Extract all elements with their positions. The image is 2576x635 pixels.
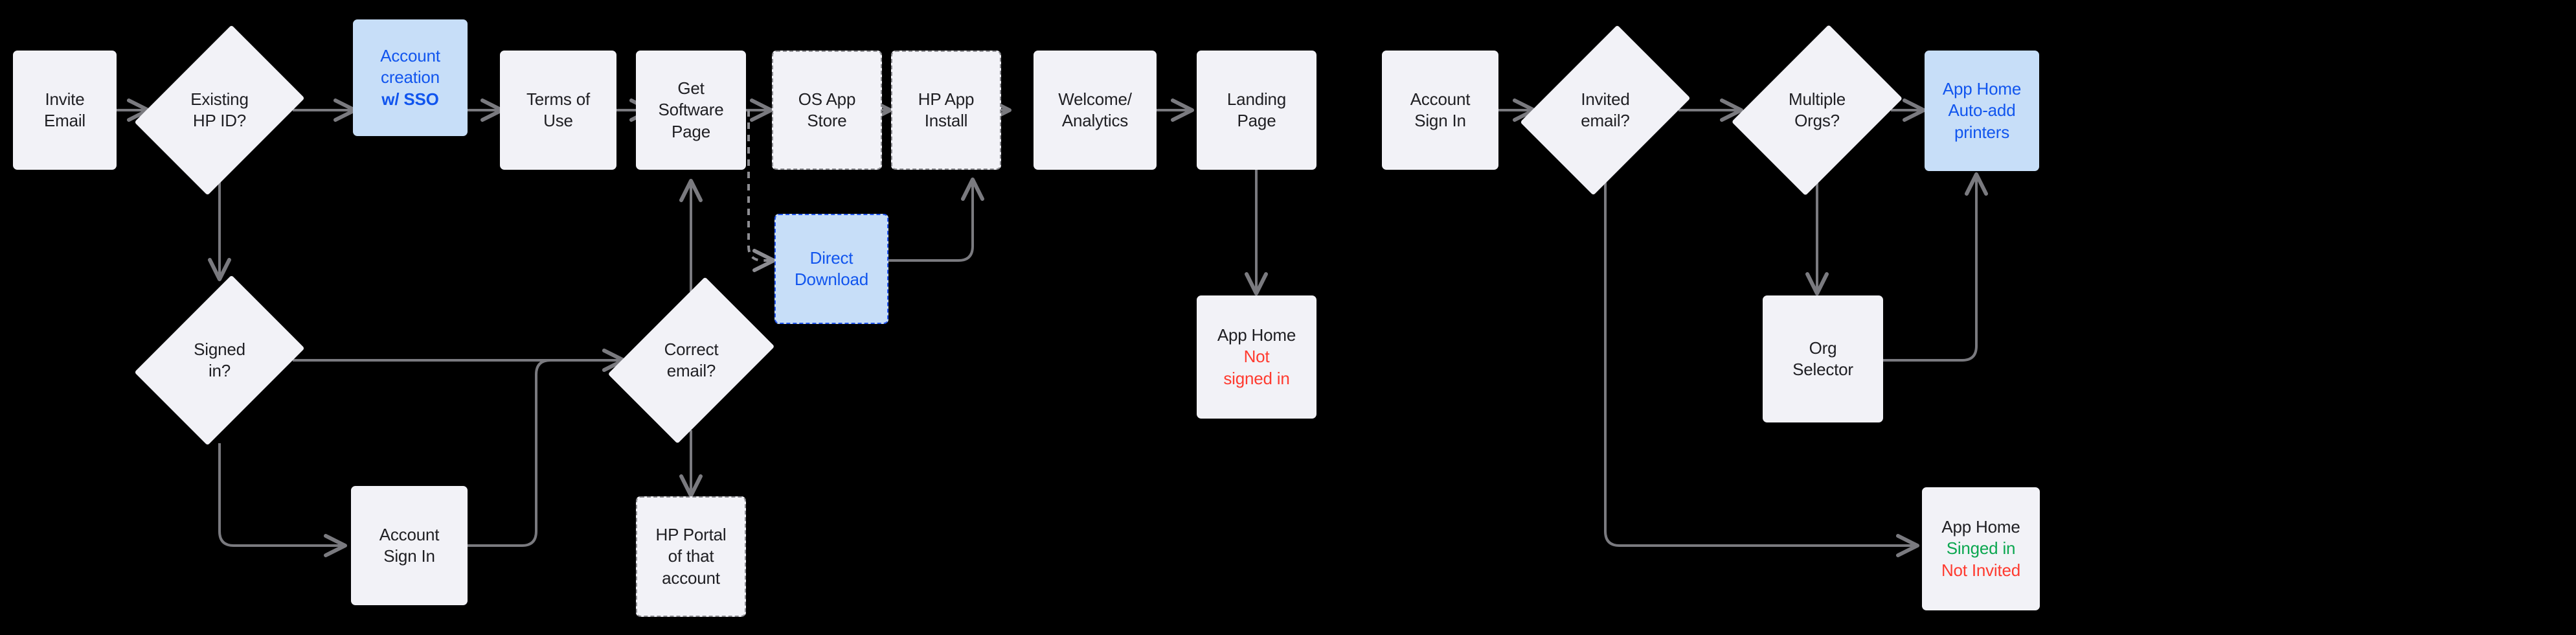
edge-get-software-page-to-direct-download <box>747 110 776 272</box>
node-multiple-orgs[interactable]: Multiple Orgs? <box>1731 13 1903 207</box>
node-label: Terms of Use <box>526 89 591 130</box>
edge-direct-download-to-hp-app-install <box>888 178 984 262</box>
node-account-sign-in-right[interactable]: Account Sign In <box>1382 51 1498 170</box>
node-hp-portal[interactable]: HP Portal of that account <box>636 496 746 617</box>
node-label: Org Selector <box>1792 338 1853 379</box>
node-label: Direct Download <box>794 248 869 289</box>
node-os-app-store[interactable]: OS App Store <box>772 51 882 170</box>
node-label: Signed in? <box>194 339 245 380</box>
node-terms-of-use[interactable]: Terms of Use <box>500 51 616 170</box>
node-welcome-analytics[interactable]: Welcome/ Analytics <box>1034 51 1157 170</box>
node-account-sign-in-left[interactable]: Account Sign In <box>351 486 468 605</box>
node-correct-email[interactable]: Correct email? <box>607 263 775 457</box>
node-label: Account Sign In <box>1410 89 1471 130</box>
node-label: App Home Auto-add printers <box>1942 79 2022 142</box>
node-invite-email[interactable]: Invite Email <box>13 51 117 170</box>
node-label: Account Sign In <box>379 524 440 566</box>
node-label: Existing HP ID? <box>190 89 249 130</box>
edge-org-selector-to-app-home-auto-add <box>1883 172 1988 362</box>
node-landing-page[interactable]: Landing Page <box>1197 51 1316 170</box>
node-get-software-page[interactable]: Get Software Page <box>636 51 746 170</box>
node-label: Invited email? <box>1581 89 1630 130</box>
node-label: HP App Install <box>918 89 975 130</box>
node-label: Get Software Page <box>658 78 724 141</box>
node-label: Welcome/ Analytics <box>1058 89 1132 130</box>
node-label: Correct email? <box>664 339 719 380</box>
node-org-selector[interactable]: Org Selector <box>1763 295 1883 422</box>
node-label: OS App Store <box>798 89 856 130</box>
edge-account-sign-in-left-to-correct-email <box>468 349 626 547</box>
node-label: Invite Email <box>43 89 85 130</box>
node-direct-download[interactable]: Direct Download <box>774 214 888 324</box>
node-label: HP Portal of that account <box>655 525 727 588</box>
node-existing-hp-id[interactable]: Existing HP ID? <box>134 13 305 207</box>
edge-signed-in-to-account-sign-in-left <box>218 443 347 557</box>
node-hp-app-install[interactable]: HP App Install <box>891 51 1001 170</box>
node-invited-email[interactable]: Invited email? <box>1520 13 1691 207</box>
node-label: Landing Page <box>1226 89 1287 130</box>
node-app-home-auto-add[interactable]: App Home Auto-add printers <box>1925 51 2039 171</box>
node-label: Multiple Orgs? <box>1789 89 1846 130</box>
node-signed-in[interactable]: Signed in? <box>134 263 305 457</box>
